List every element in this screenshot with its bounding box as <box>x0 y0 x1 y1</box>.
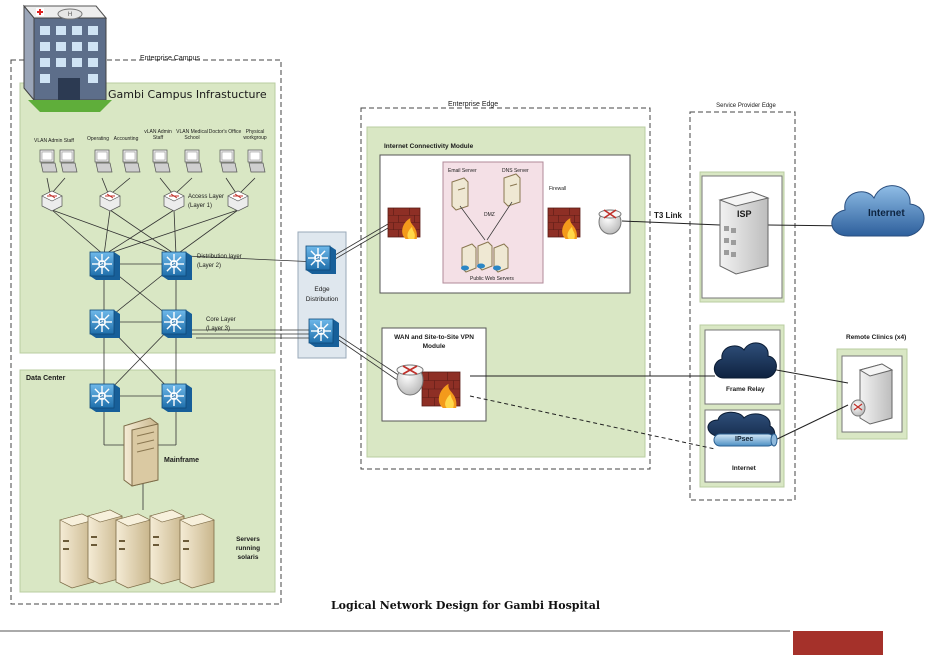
frame-relay-label: Frame Relay <box>726 386 765 393</box>
switch-glyph: SI <box>100 320 105 326</box>
hospital-building-icon: H <box>22 4 112 112</box>
server-icon <box>59 513 95 589</box>
tunnel-icon <box>707 411 778 447</box>
dmz-label: DMZ <box>484 212 495 218</box>
enterprise-campus-region <box>10 59 282 605</box>
server-icon <box>87 509 123 585</box>
pc-icon <box>152 149 171 173</box>
mainframe-label: Mainframe <box>164 457 200 464</box>
t3-link-label: T3 Link <box>654 211 683 220</box>
workgroup-label: VLAN Medical School <box>176 129 208 141</box>
access-switch-icon <box>227 190 249 212</box>
dns-server-label: DNS Server <box>502 168 529 174</box>
solaris-servers <box>59 509 215 589</box>
pc-icon <box>219 149 238 173</box>
access-switch-icon <box>41 190 63 212</box>
firewall-icon <box>547 207 581 239</box>
switch-glyph: SI <box>172 262 177 268</box>
data-center-title: Data Center <box>26 375 66 382</box>
service-provider-region <box>689 111 796 501</box>
web-servers-label: Public Web Servers <box>470 276 514 282</box>
enterprise-campus-label: Enterprise Campus <box>140 55 200 62</box>
firewall-icon <box>421 371 461 408</box>
frame-relay-cloud-icon <box>713 342 777 379</box>
multilayer-switch-icon: SI <box>161 251 192 280</box>
multilayer-switch-icon: SI <box>308 318 339 347</box>
enterprise-edge-label: Enterprise Edge <box>448 101 499 108</box>
internet-small-label: Internet <box>732 465 756 472</box>
multilayer-switch-icon: SI <box>305 245 336 274</box>
switch-glyph: SI <box>172 320 177 326</box>
switch-glyph: SI <box>316 256 321 262</box>
cloud-icon <box>831 185 925 237</box>
pc-icon <box>94 149 113 173</box>
campus-infrastructure-panel <box>19 82 276 354</box>
multilayer-switch-icon: SI <box>89 251 120 280</box>
switch-glyph: SI <box>319 329 324 335</box>
internet-module-title: Internet Connectivity Module <box>384 143 474 150</box>
multilayer-switch-icon: SI <box>161 309 192 338</box>
edge-distribution-label: Edge Distribution <box>305 286 339 303</box>
switch-glyph: SI <box>100 394 105 400</box>
server-icon <box>451 177 469 211</box>
switch-glyph: SI <box>100 262 105 268</box>
access-switch-icon <box>99 190 121 212</box>
workgroup-label: Accounting <box>113 136 139 142</box>
ipsec-label: IPsec <box>735 436 754 443</box>
wan-module-title: WAN and Site-to-Site VPN Module <box>394 334 474 350</box>
server-icon <box>115 513 151 589</box>
remote-clinic-building-icon <box>850 363 894 425</box>
multilayer-switch-icon: SI <box>89 309 120 338</box>
workgroup-label: Physical workgroup <box>243 129 267 141</box>
pc-icon <box>59 149 78 173</box>
router-icon <box>396 364 424 396</box>
multilayer-switches: SI SI SI SI SI SI SI SI <box>89 245 339 412</box>
pc-icon <box>122 149 141 173</box>
servers-label: Servers running solaris <box>235 536 261 561</box>
isp-building-icon <box>718 191 770 275</box>
pc-icon <box>39 149 58 173</box>
server-icon <box>179 513 215 589</box>
server-icon <box>503 173 521 207</box>
footer-accent-block <box>793 631 883 655</box>
access-switch-icon <box>163 190 185 212</box>
multilayer-switch-icon: SI <box>161 383 192 412</box>
firewall-icon <box>387 207 421 239</box>
router-icon <box>598 209 622 235</box>
server-icon <box>149 509 185 585</box>
isp-label: ISP <box>737 209 752 219</box>
firewalls <box>387 207 581 408</box>
enterprise-edge-region <box>360 107 651 470</box>
svg-text:H: H <box>68 12 72 18</box>
email-server-label: Email Server <box>448 168 477 174</box>
web-server-icon <box>461 241 509 273</box>
workgroup-label: Doctor's Office <box>208 129 242 135</box>
workgroup-label: vLAN Admin Staff <box>144 129 172 141</box>
campus-title: Gambi Campus Infrastucture <box>108 88 267 101</box>
remote-clinics-label: Remote Clinics (x4) <box>846 334 907 341</box>
internet-cloud-label: Internet <box>868 208 905 219</box>
diagram-caption: Logical Network Design for Gambi Hospita… <box>330 599 601 612</box>
workgroup-label: Operating <box>87 136 109 142</box>
pc-icon <box>184 149 203 173</box>
firewall-label: Firewall <box>549 186 567 192</box>
workstation-pcs <box>39 149 266 173</box>
switch-glyph: SI <box>172 394 177 400</box>
access-layer-label: Access Layer (Layer 1) <box>188 194 225 209</box>
pc-icon <box>247 149 266 173</box>
mainframe-icon <box>123 417 159 487</box>
workgroup-label: VLAN Admin Staff <box>34 138 74 144</box>
multilayer-switch-icon: SI <box>89 383 120 412</box>
core-layer-label: Core Layer (Layer 3) <box>206 317 236 332</box>
service-provider-label: Service Provider Edge <box>716 103 776 109</box>
distribution-layer-label: Distribution layer (Layer 2) <box>197 254 242 269</box>
access-switches <box>41 190 249 212</box>
